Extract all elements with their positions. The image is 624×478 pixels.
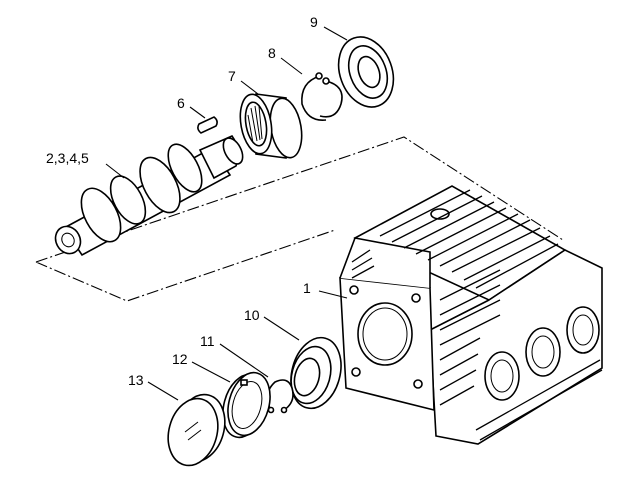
callout-9: 9	[310, 14, 318, 30]
circlip	[266, 379, 294, 414]
callout-12: 12	[172, 351, 188, 367]
bearing	[239, 93, 303, 159]
crankcase-housing	[339, 185, 603, 445]
callout-1: 1	[303, 280, 311, 296]
callout-8: 8	[268, 45, 276, 61]
cover-ring	[222, 371, 271, 439]
oil-seal-upper	[337, 36, 395, 108]
callout-13: 13	[128, 372, 144, 388]
assembly-boundary	[35, 136, 564, 302]
callout-10: 10	[244, 307, 260, 323]
callout-11: 11	[200, 333, 215, 349]
callout-6: 6	[177, 95, 185, 111]
end-cap	[167, 393, 226, 467]
retaining-ring-upper	[301, 72, 343, 121]
key	[197, 116, 218, 134]
oil-seal-lower	[290, 336, 342, 410]
camshaft	[54, 135, 244, 257]
callout-7: 7	[228, 68, 236, 84]
leader-lines	[105, 26, 348, 401]
callout-2-3-4-5: 2,3,4,5	[46, 150, 89, 166]
